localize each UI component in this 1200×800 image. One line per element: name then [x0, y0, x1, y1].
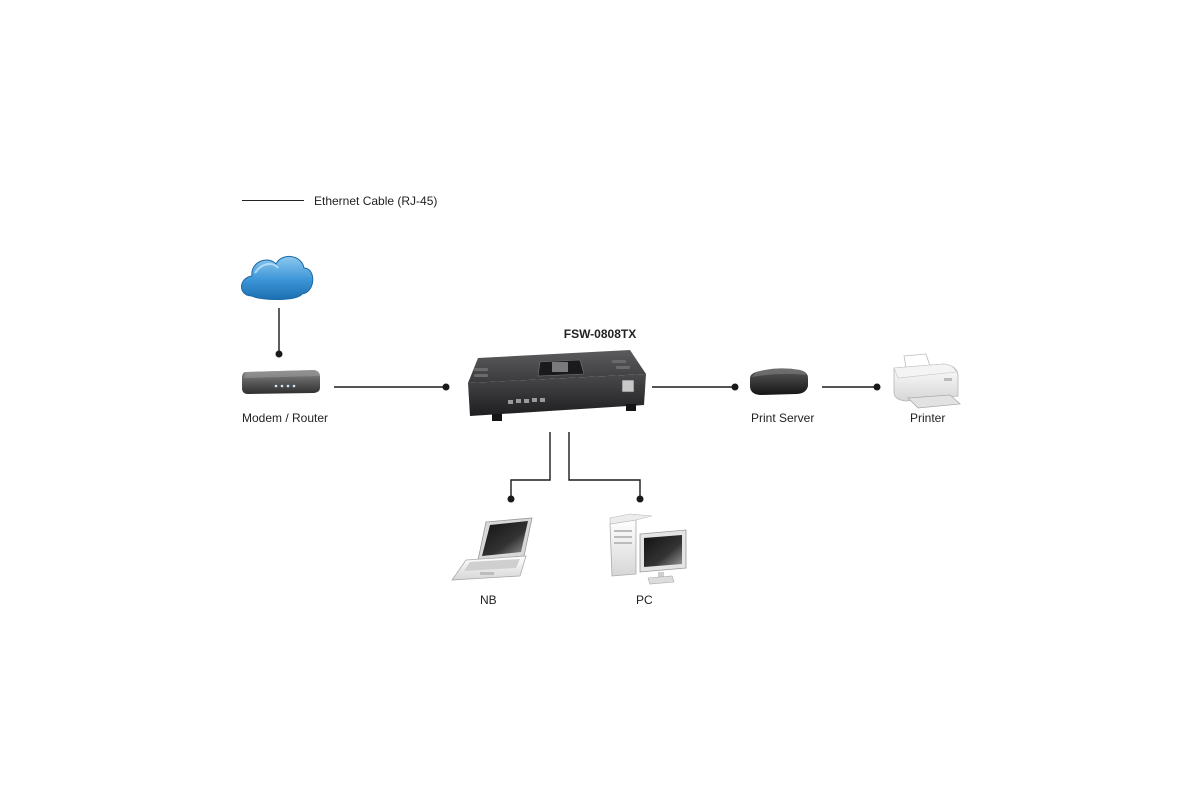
switch-icon: [468, 350, 646, 421]
switch-model-label: FSW-0808TX: [563, 327, 637, 341]
cable-modem-switch: [334, 383, 450, 391]
modem-router-icon: [242, 370, 320, 394]
cable-switch-printserver: [652, 383, 739, 391]
legend-cable-label: Ethernet Cable (RJ-45): [314, 194, 438, 208]
cable-switch-pc: [568, 432, 644, 503]
print-server-label: Print Server: [751, 411, 815, 425]
printer-icon: [893, 353, 961, 409]
pc-icon: [609, 513, 687, 585]
cable-switch-nb: [507, 432, 551, 503]
legend-cable-line: [242, 200, 304, 201]
notebook-label: NB: [480, 593, 497, 607]
pc-label: PC: [636, 593, 653, 607]
cloud-icon: [241, 256, 314, 300]
modem-router-label: Modem / Router: [242, 411, 329, 425]
cable-printserver-printer: [822, 383, 881, 391]
cable-cloud-modem: [275, 308, 283, 358]
printer-label: Printer: [910, 411, 946, 425]
print-server-icon: [750, 368, 808, 395]
notebook-icon: [451, 517, 533, 581]
